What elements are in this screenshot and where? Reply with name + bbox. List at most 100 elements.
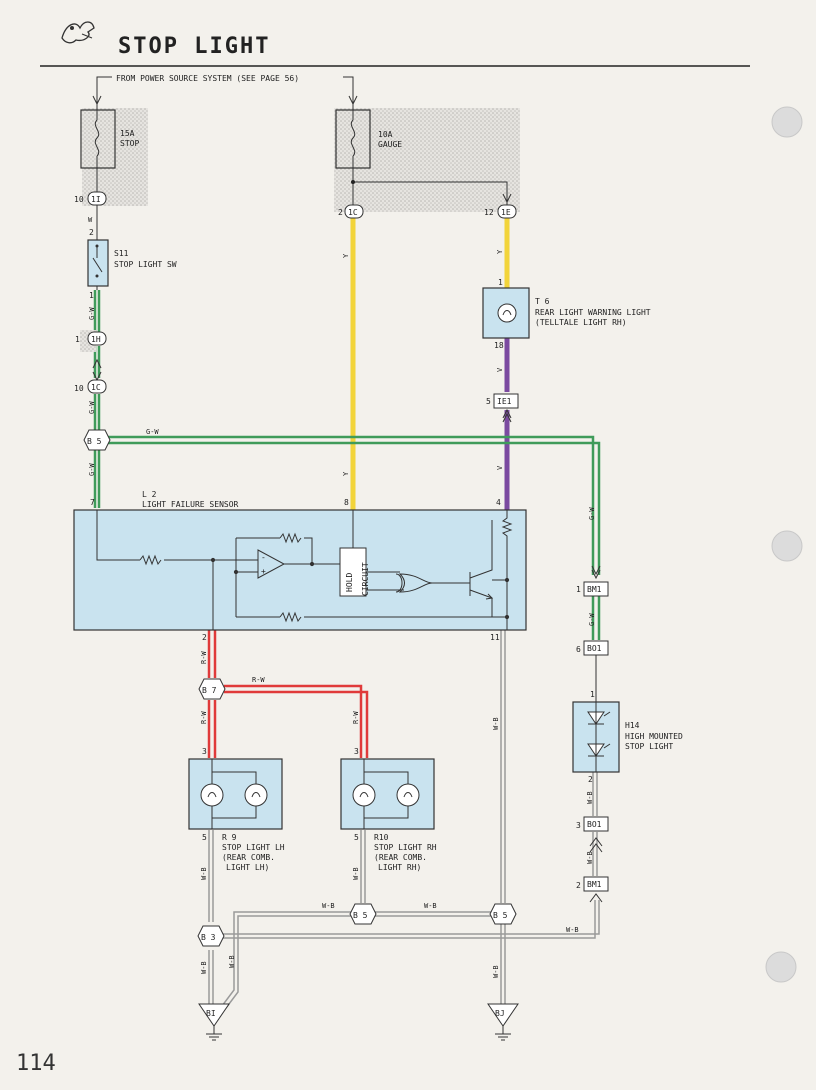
- wire-label: Y: [342, 253, 350, 258]
- connector-1H: 1 1H: [75, 330, 107, 352]
- light-failure-sensor: 7 8 4 L 2 LIGHT FAILURE SENSOR - +: [73, 490, 527, 642]
- wire-label: G-W: [88, 463, 96, 476]
- svg-text:10: 10: [74, 384, 84, 393]
- svg-text:11: 11: [490, 633, 500, 642]
- connector-BM1-top: 1 BM1: [576, 581, 609, 597]
- wire-label: R-W: [352, 711, 360, 724]
- svg-text:STOP: STOP: [120, 139, 139, 148]
- fuse-10a: 10A GAUGE: [335, 100, 512, 205]
- svg-text:18: 18: [494, 341, 504, 350]
- wire-label: W-B: [200, 867, 208, 880]
- connector-1C-a: 2 1C: [338, 204, 364, 219]
- svg-text:REAR LIGHT WARNING LIGHT: REAR LIGHT WARNING LIGHT: [535, 308, 651, 317]
- svg-text:S11: S11: [114, 249, 129, 258]
- svg-text:HOLD: HOLD: [345, 573, 354, 592]
- svg-text:STOP LIGHT LH: STOP LIGHT LH: [222, 843, 285, 852]
- wire-label: W-B: [586, 791, 594, 804]
- wire-label: R-W: [252, 676, 265, 684]
- svg-text:LIGHT LH): LIGHT LH): [226, 863, 269, 872]
- wire-label: G-W: [88, 401, 96, 414]
- wire-label: Y: [496, 249, 504, 254]
- wire-label: W-B: [228, 955, 236, 968]
- wire-label: G-W: [88, 307, 96, 320]
- svg-text:15A: 15A: [120, 129, 135, 138]
- svg-text:STOP LIGHT SW: STOP LIGHT SW: [114, 260, 177, 269]
- punch-hole: [771, 530, 803, 562]
- stop-light-rh: 3 5 R10 STOP LIGHT RH (REAR COMB. LIGHT …: [340, 747, 437, 872]
- junction-B3: B 3: [197, 925, 225, 947]
- connector-1C-b: 10 1C: [74, 379, 107, 394]
- svg-text:LIGHT FAILURE SENSOR: LIGHT FAILURE SENSOR: [142, 500, 239, 509]
- svg-text:1: 1: [75, 335, 80, 344]
- svg-text:1C: 1C: [91, 383, 101, 392]
- svg-text:B 5: B 5: [493, 911, 508, 920]
- wire-label: W-B: [566, 926, 579, 934]
- wire-label: Y: [342, 471, 350, 476]
- svg-text:2: 2: [588, 775, 593, 784]
- fuse-15a: 15A STOP: [80, 100, 139, 192]
- svg-text:IE1: IE1: [497, 397, 512, 406]
- svg-text:3: 3: [202, 747, 207, 756]
- connector-1I: 10 1I: [74, 191, 107, 206]
- svg-text:(TELLTALE LIGHT RH): (TELLTALE LIGHT RH): [535, 318, 627, 327]
- svg-text:L 2: L 2: [142, 490, 157, 499]
- svg-text:6: 6: [576, 645, 581, 654]
- connector-BO1-bottom: 3 BO1: [576, 816, 609, 832]
- svg-text:GAUGE: GAUGE: [378, 140, 402, 149]
- svg-text:BJ: BJ: [495, 1009, 505, 1018]
- svg-text:B 5: B 5: [87, 437, 102, 446]
- stop-light-switch: 2 1 S11 STOP LIGHT SW: [87, 228, 177, 300]
- svg-text:12: 12: [484, 208, 494, 217]
- svg-text:1: 1: [576, 585, 581, 594]
- svg-text:B 7: B 7: [202, 686, 217, 695]
- junction-B5-right: B 5: [489, 903, 517, 925]
- svg-text:1E: 1E: [501, 208, 511, 217]
- svg-text:B 5: B 5: [353, 911, 368, 920]
- stop-light-lh: 3 5 R 9 STOP LIGHT LH (REAR COMB. LIGHT …: [188, 747, 285, 872]
- connector-BM1-bottom: 2 BM1: [576, 876, 609, 892]
- svg-text:+: +: [261, 567, 266, 576]
- svg-text:BM1: BM1: [587, 880, 602, 889]
- wire-label: W-B: [200, 961, 208, 974]
- page-title: STOP LIGHT: [118, 34, 270, 59]
- svg-text:H14: H14: [625, 721, 640, 730]
- junction-B5-middle: B 5: [349, 903, 377, 925]
- logo-icon: [61, 21, 95, 44]
- punch-hole: [765, 951, 797, 983]
- svg-text:1H: 1H: [91, 335, 101, 344]
- wire-label: G-W: [588, 507, 596, 520]
- svg-text:10: 10: [74, 195, 84, 204]
- rear-light-warning-lamp: 1 18 T 6 REAR LIGHT WARNING LIGHT (TELLT…: [482, 278, 651, 350]
- svg-text:5: 5: [486, 397, 491, 406]
- wire-label: W-B: [352, 867, 360, 880]
- svg-text:BI: BI: [206, 1009, 216, 1018]
- svg-text:STOP LIGHT RH: STOP LIGHT RH: [374, 843, 437, 852]
- wire-label: G-W: [588, 613, 596, 626]
- svg-text:(REAR COMB.: (REAR COMB.: [222, 853, 275, 862]
- wire-label: W-B: [586, 851, 594, 864]
- wire-label: R-W: [200, 711, 208, 724]
- svg-text:STOP LIGHT: STOP LIGHT: [625, 742, 673, 751]
- svg-text:3: 3: [354, 747, 359, 756]
- wire-label: W-B: [322, 902, 335, 910]
- fuse-zone: [334, 108, 520, 212]
- punch-hole: [771, 106, 803, 138]
- svg-text:1C: 1C: [348, 208, 358, 217]
- svg-text:R 9: R 9: [222, 833, 237, 842]
- wire-label: W-B: [424, 902, 437, 910]
- svg-text:5: 5: [354, 833, 359, 842]
- svg-text:-: -: [261, 553, 266, 562]
- svg-text:10A: 10A: [378, 130, 393, 139]
- svg-text:LIGHT RH): LIGHT RH): [378, 863, 421, 872]
- high-mounted-stop-light: 1 2 H14 HIGH MOUNTED STOP LIGHT: [572, 690, 683, 784]
- svg-text:1I: 1I: [91, 195, 101, 204]
- wire-label: W-B: [492, 965, 500, 978]
- wire-label: V: [496, 465, 504, 470]
- ground-BI: BI: [198, 1003, 230, 1041]
- svg-text:4: 4: [496, 498, 501, 507]
- svg-text:R10: R10: [374, 833, 389, 842]
- svg-text:2: 2: [576, 881, 581, 890]
- connector-IE1: 5 IE1: [486, 393, 519, 409]
- wire-label: W-B: [492, 717, 500, 730]
